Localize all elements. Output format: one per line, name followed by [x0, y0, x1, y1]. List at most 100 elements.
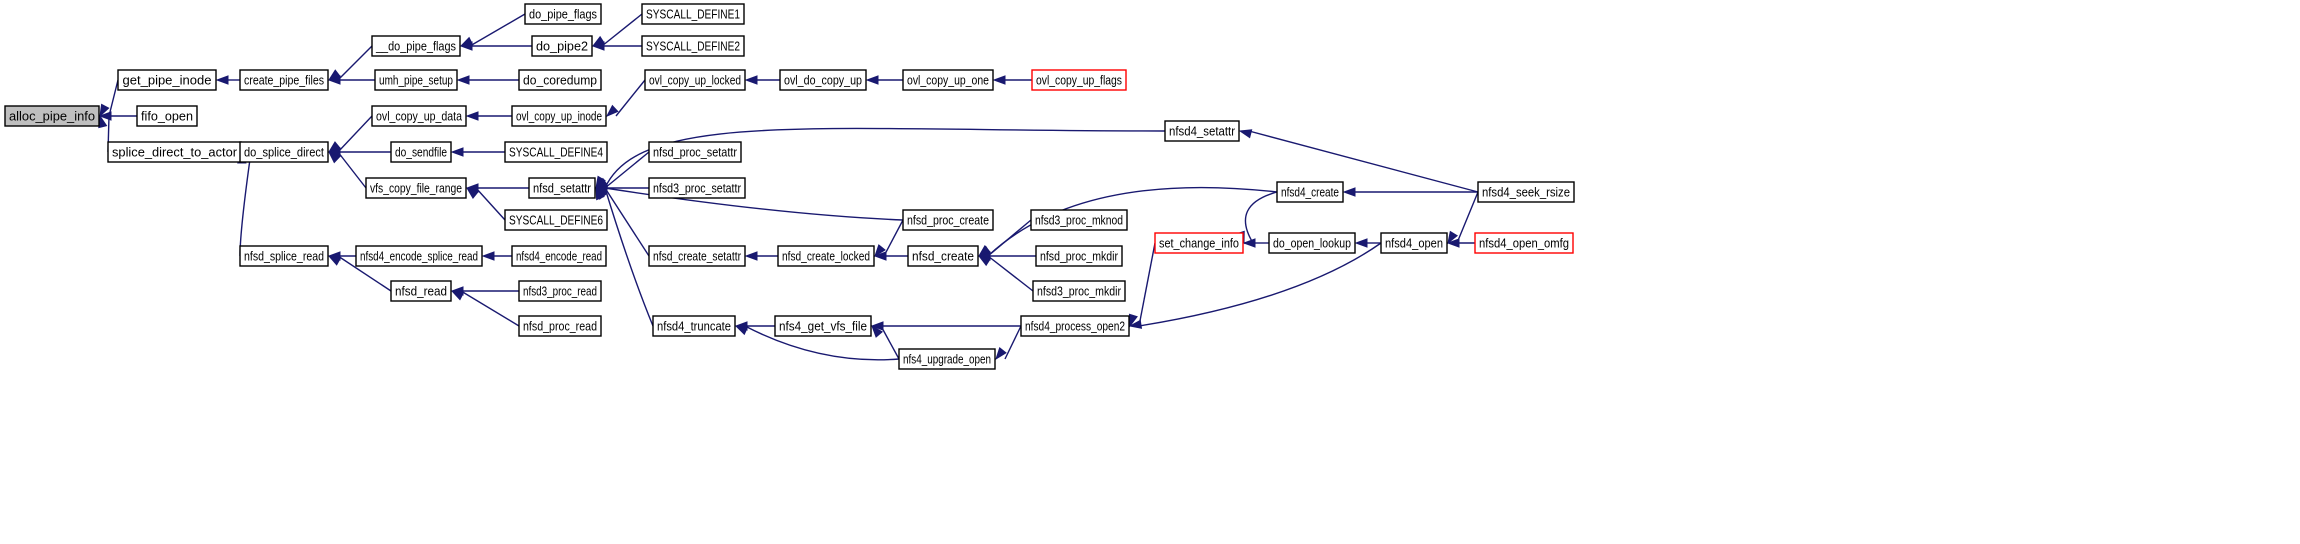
node-umh-pipe-setup[interactable]: umh_pipe_setup — [374, 69, 458, 91]
arrowhead — [456, 75, 470, 85]
arrowhead — [874, 244, 886, 258]
node-syscall-define6[interactable]: SYSCALL_DEFINE6 — [504, 209, 608, 231]
arrowhead — [1446, 238, 1460, 248]
arrowhead — [734, 325, 749, 336]
node-label: ovl_copy_up_flags — [1036, 73, 1122, 88]
node-label: set_change_info — [1159, 236, 1239, 251]
node-label: ovl_copy_up_inode — [516, 109, 602, 124]
edge-ovl_copy_up_data-to-ovl_copy_up_inode — [465, 111, 512, 121]
node-do-coredump[interactable]: do_coredump — [518, 69, 602, 91]
node-nfsd3-proc-mknod[interactable]: nfsd3_proc_mknod — [1030, 209, 1128, 231]
node-ovl-copy-up-data[interactable]: ovl_copy_up_data — [371, 105, 467, 127]
node-syscall-define4[interactable]: SYSCALL_DEFINE4 — [504, 141, 608, 163]
edge-nfsd_create-to-nfsd3_proc_mkdir — [977, 255, 1034, 292]
node-create-pipe-files[interactable]: create_pipe_files — [239, 69, 329, 91]
node-nfsd4-open-omfg[interactable]: nfsd4_open_omfg — [1474, 232, 1574, 254]
node-label: nfs4_get_vfs_file — [779, 319, 867, 334]
node-nfsd-proc-read[interactable]: nfsd_proc_read — [518, 315, 602, 337]
node-nfsd-proc-create[interactable]: nfsd_proc_create — [902, 209, 994, 231]
node-nfsd4-create[interactable]: nfsd4_create — [1276, 181, 1344, 203]
arrowhead — [744, 251, 758, 261]
node-get-pipe-inode[interactable]: get_pipe_inode — [117, 69, 217, 91]
node-do-sendfile[interactable]: do_sendfile — [390, 141, 452, 163]
node-nfsd-create-setattr[interactable]: nfsd_create_setattr — [648, 245, 746, 267]
node-label: nfsd_create_locked — [782, 249, 870, 264]
node-fifo-open[interactable]: fifo_open — [136, 105, 198, 127]
edge-ovl_copy_up_locked-to-ovl_do_copy_up — [744, 75, 780, 85]
node-label: nfsd4_setattr — [1169, 124, 1236, 139]
node-nfs4-get-vfs-file[interactable]: nfs4_get_vfs_file — [774, 315, 872, 337]
node-nfsd4-process-open2[interactable]: nfsd4_process_open2 — [1020, 315, 1130, 337]
node-syscall-define2[interactable]: SYSCALL_DEFINE2 — [641, 35, 745, 57]
node-label: nfsd3_proc_read — [523, 284, 597, 299]
node-nfsd-create-locked[interactable]: nfsd_create_locked — [777, 245, 875, 267]
node-nfsd3-proc-setattr[interactable]: nfsd3_proc_setattr — [648, 177, 746, 199]
node-label: get_pipe_inode — [123, 73, 212, 88]
node-label: splice_direct_to_actor — [112, 145, 238, 160]
node-splice-direct-to-actor[interactable]: splice_direct_to_actor — [107, 141, 242, 163]
node-set-change-info[interactable]: set_change_info — [1154, 232, 1244, 254]
node-ovl-copy-up-one[interactable]: ovl_copy_up_one — [902, 69, 994, 91]
node-ovl-copy-up-inode[interactable]: ovl_copy_up_inode — [511, 105, 607, 127]
node-nfsd4-encode-read[interactable]: nfsd4_encode_read — [511, 245, 607, 267]
node-do-pipe2[interactable]: do_pipe2 — [531, 35, 593, 57]
node-label: ovl_copy_up_data — [376, 109, 463, 124]
edge-nfs4_get_vfs_file-to-nfs4_upgrade_open — [871, 324, 900, 360]
node-nfsd3-proc-read[interactable]: nfsd3_proc_read — [518, 280, 602, 302]
node-nfsd-setattr[interactable]: nfsd_setattr — [528, 177, 596, 199]
node-nfsd4-seek-rsize[interactable]: nfsd4_seek_rsize — [1477, 181, 1575, 203]
node-label: __do_pipe_flags — [375, 39, 456, 54]
node-alloc-pipe-info[interactable]: alloc_pipe_info — [4, 105, 100, 127]
node-nfsd-splice-read[interactable]: nfsd_splice_read — [239, 245, 329, 267]
arrowhead — [99, 103, 110, 118]
node-label: nfsd4_open — [1385, 236, 1443, 251]
edge-nfsd_create_locked-to-nfsd_proc_create — [874, 219, 904, 258]
edge-nfsd4_encode_splice_read-to-nfsd4_encode_read — [481, 251, 512, 261]
node-label: nfsd_proc_setattr — [653, 145, 738, 160]
edge-nfsd4_open-to-nfsd4_seek_rsize — [1447, 191, 1479, 245]
node---do-pipe-flags[interactable]: __do_pipe_flags — [371, 35, 461, 57]
node-nfsd4-open[interactable]: nfsd4_open — [1380, 232, 1448, 254]
node-nfsd4-encode-splice-read[interactable]: nfsd4_encode_splice_read — [355, 245, 483, 267]
edge-vfs_copy_file_range-to-SYSCALL_DEFINE6 — [465, 187, 506, 221]
node-label: SYSCALL_DEFINE1 — [646, 7, 740, 22]
node-do-pipe-flags[interactable]: do_pipe_flags — [524, 3, 602, 25]
node-nfsd-proc-setattr[interactable]: nfsd_proc_setattr — [648, 141, 742, 163]
edge-get_pipe_inode-to-create_pipe_files — [215, 75, 240, 85]
node-nfsd4-setattr[interactable]: nfsd4_setattr — [1164, 120, 1240, 142]
edge-umh_pipe_setup-to-do_coredump — [456, 75, 519, 85]
edge-nfsd4_process_open2-to-nfsd4_open — [1128, 242, 1382, 329]
node-label: nfsd_proc_mkdir — [1040, 249, 1119, 264]
arrowhead — [327, 75, 341, 85]
node-ovl-copy-up-locked[interactable]: ovl_copy_up_locked — [644, 69, 746, 91]
arrowhead — [873, 251, 887, 261]
edge-nfsd4_process_open2-to-set_change_info — [1128, 242, 1156, 328]
edge-ovl_copy_up_one-to-ovl_copy_up_flags — [992, 75, 1032, 85]
node-label: do_splice_direct — [244, 145, 324, 160]
edge-alloc_pipe_info-to-fifo_open — [98, 111, 137, 121]
edge-nfsd_setattr-to-nfsd_proc_create — [594, 184, 904, 221]
node-label: nfsd_create — [912, 249, 974, 264]
node-ovl-do-copy-up[interactable]: ovl_do_copy_up — [779, 69, 867, 91]
edge-create_pipe_files-to-umh_pipe_setup — [327, 75, 375, 85]
node-nfsd3-proc-mkdir[interactable]: nfsd3_proc_mkdir — [1032, 280, 1126, 302]
node-vfs-copy-file-range[interactable]: vfs_copy_file_range — [365, 177, 467, 199]
node-do-splice-direct[interactable]: do_splice_direct — [239, 141, 329, 163]
node-nfs4-upgrade-open[interactable]: nfs4_upgrade_open — [898, 348, 996, 370]
node-nfsd-proc-mkdir[interactable]: nfsd_proc_mkdir — [1035, 245, 1123, 267]
arrowhead — [1242, 238, 1256, 248]
node-label: nfsd3_proc_mkdir — [1037, 284, 1122, 299]
edge-nfsd_create_setattr-to-nfsd_create_locked — [744, 251, 778, 261]
node-label: nfsd4_truncate — [657, 319, 731, 334]
node-nfsd-create[interactable]: nfsd_create — [907, 245, 979, 267]
arrowhead — [591, 41, 605, 51]
node-syscall-define1[interactable]: SYSCALL_DEFINE1 — [641, 3, 745, 25]
node-label: nfsd4_process_open2 — [1025, 319, 1125, 334]
call-graph-edges — [98, 13, 1479, 361]
node-nfsd-read[interactable]: nfsd_read — [390, 280, 452, 302]
node-ovl-copy-up-flags[interactable]: ovl_copy_up_flags — [1031, 69, 1127, 91]
node-label: do_sendfile — [395, 145, 447, 160]
node-nfsd4-truncate[interactable]: nfsd4_truncate — [652, 315, 736, 337]
node-label: ovl_copy_up_one — [907, 73, 989, 88]
node-do-open-lookup[interactable]: do_open_lookup — [1268, 232, 1356, 254]
